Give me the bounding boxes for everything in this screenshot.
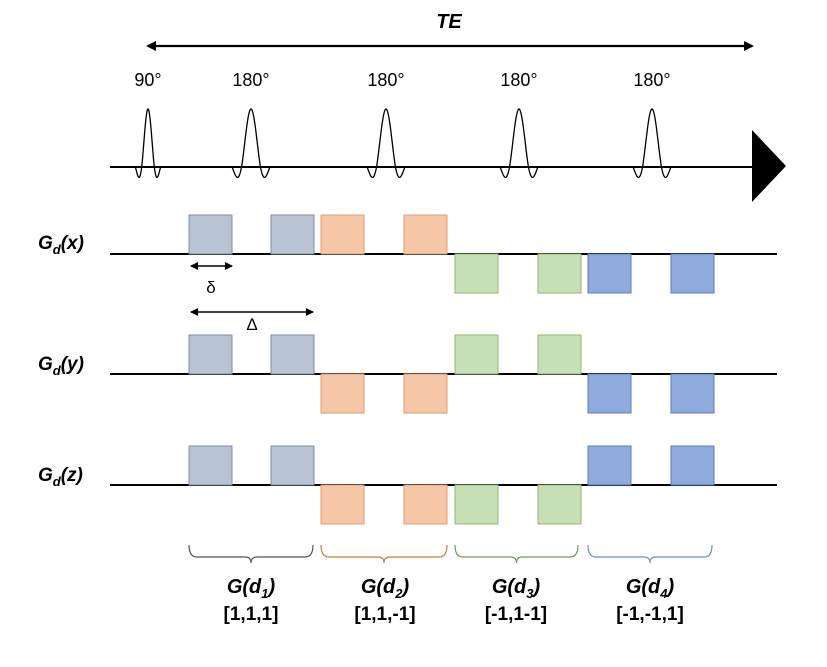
- direction-label-d3: G(d3) [-1,1-1]: [485, 576, 547, 625]
- gradient-lobe-d3-z-1: [454, 484, 499, 525]
- direction-braces: [188, 544, 713, 564]
- pulse-label-180-2: 180°: [367, 70, 404, 90]
- direction-name-d3: G(d3): [492, 576, 541, 601]
- gradient-lobe-d1-y-1: [188, 334, 233, 375]
- time-axis-arrowhead: [752, 130, 786, 202]
- gradient-lobe-d4-y-2: [670, 373, 715, 414]
- brace-d3: [454, 544, 579, 564]
- gradient-lobe-d1-x-2: [270, 214, 315, 255]
- direction-vector-d2: [1,1,-1]: [354, 604, 415, 625]
- gradient-lobe-d4-x-1: [587, 253, 632, 294]
- gradient-label-z: Gd(z): [38, 465, 83, 489]
- te-label: TE: [436, 11, 462, 33]
- direction-name-d1: G(d1): [227, 576, 276, 601]
- rf-pulse-5: [632, 108, 672, 179]
- gradient-lobe-d2-x-1: [320, 214, 365, 255]
- rf-pulse-2: [231, 108, 271, 179]
- gradient-lobe-d3-y-2: [537, 334, 582, 375]
- gradient-lobe-d2-y-2: [403, 373, 448, 414]
- pulse-label-180-3: 180°: [500, 70, 537, 90]
- gradient-lobe-d2-z-2: [403, 484, 448, 525]
- gradient-lobe-d3-x-1: [454, 253, 499, 294]
- gradient-lobe-d1-x-1: [188, 214, 233, 255]
- gradient-lobe-d4-z-1: [587, 445, 632, 486]
- pulse-label-180-4: 180°: [633, 70, 670, 90]
- delta-small-label: δ: [206, 278, 215, 297]
- gradient-lobe-d3-z-2: [537, 484, 582, 525]
- rf-pulse-1: [134, 108, 162, 179]
- pulse-label-180-1: 180°: [232, 70, 269, 90]
- gradient-lobe-d3-y-1: [454, 334, 499, 375]
- direction-name-d4: G(d4): [626, 576, 675, 601]
- direction-vector-d3: [-1,1-1]: [485, 604, 547, 625]
- brace-d1: [188, 544, 314, 564]
- gradient-lobe-d4-y-1: [587, 373, 632, 414]
- direction-label-d2: G(d2) [1,1,-1]: [354, 576, 415, 625]
- brace-d2: [320, 544, 448, 564]
- gradient-lobe-d1-y-2: [270, 334, 315, 375]
- direction-vector-d4: [-1,-1,1]: [616, 604, 684, 625]
- rf-pulse-4: [499, 108, 539, 179]
- direction-vector-d1: [1,1,1]: [224, 604, 279, 625]
- gradient-label-x: Gd(x): [38, 233, 84, 257]
- delta-big-label: Δ: [246, 315, 257, 334]
- gradient-lobe-d4-x-2: [670, 253, 715, 294]
- gradient-lobe-d2-z-1: [320, 484, 365, 525]
- gradient-lobes: [188, 214, 715, 525]
- direction-label-d1: G(d1) [1,1,1]: [224, 576, 279, 625]
- brace-d4: [587, 544, 713, 564]
- pulse-label-90: 90°: [134, 70, 161, 90]
- rf-pulses: [134, 108, 672, 179]
- direction-label-d4: G(d4) [-1,-1,1]: [616, 576, 684, 625]
- gradient-lobe-d3-x-2: [537, 253, 582, 294]
- gradient-lobe-d2-y-1: [320, 373, 365, 414]
- gradient-lobe-d4-z-2: [670, 445, 715, 486]
- rf-pulse-3: [366, 108, 406, 179]
- gradient-lobe-d1-z-2: [270, 445, 315, 486]
- gradient-label-y: Gd(y): [38, 354, 84, 378]
- gradient-lobe-d1-z-1: [188, 445, 233, 486]
- gradient-lobe-d2-x-2: [403, 214, 448, 255]
- direction-name-d2: G(d2): [361, 576, 410, 601]
